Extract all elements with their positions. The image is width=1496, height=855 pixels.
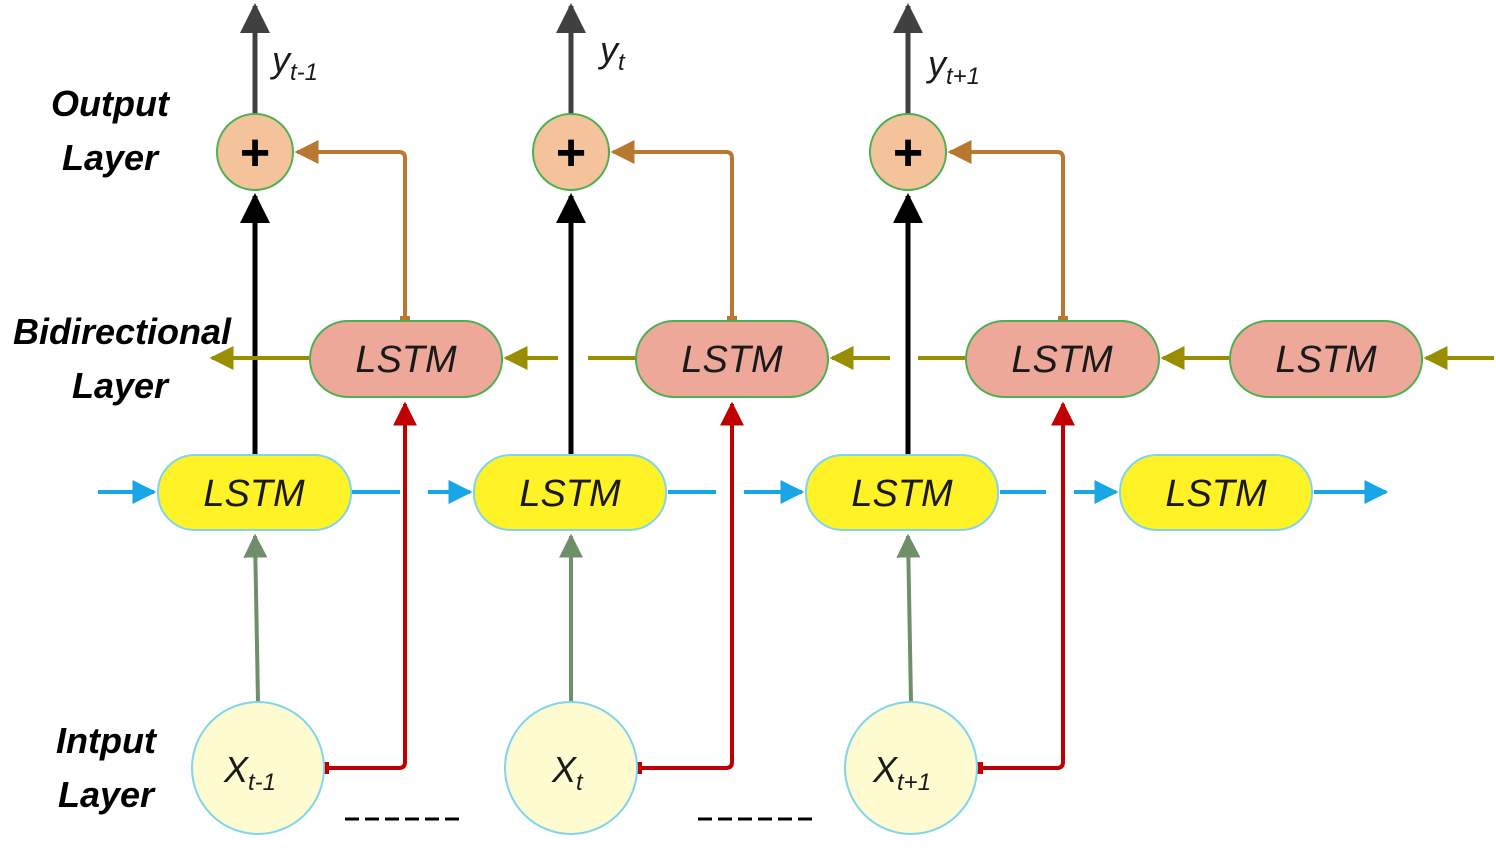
bidirectional-layer-label-line1: Bidirectional — [13, 311, 232, 352]
lstm-label: LSTM — [1275, 339, 1377, 381]
output-layer-label-line1: Output — [51, 83, 171, 124]
output-label: yt — [597, 29, 626, 76]
input-node: Xt — [504, 701, 638, 835]
backward-lstm-node: LSTM — [965, 320, 1160, 398]
backward-to-sum-arrow — [610, 140, 734, 321]
lstm-label: LSTM — [851, 473, 953, 515]
backward-to-sum-arrow — [294, 140, 407, 321]
input-to-forward-arrow — [243, 533, 268, 703]
forward-lstm-node: LSTM — [805, 454, 999, 531]
backward-to-sum-arrow — [947, 140, 1065, 321]
forward-lstm-node: LSTM — [157, 454, 352, 531]
backward-lstm-node: LSTM — [309, 320, 503, 398]
lstm-label: LSTM — [519, 473, 621, 515]
input-to-backward-arrow — [977, 401, 1075, 770]
plus-symbol: + — [556, 124, 586, 182]
input-node: Xt+1 — [844, 701, 978, 835]
input-label: Xt+1 — [872, 749, 931, 796]
output-layer-label-line2: Layer — [62, 137, 160, 178]
bidirectional-layer-label-line2: Layer — [72, 365, 170, 406]
backward-lstm-node: LSTM — [635, 320, 829, 398]
lstm-label: LSTM — [681, 339, 783, 381]
input-label: Xt — [551, 749, 584, 796]
sum-node: + — [216, 113, 294, 191]
lstm-label: LSTM — [355, 339, 457, 381]
forward-lstm-node: LSTM — [473, 454, 667, 531]
lstm-label: LSTM — [203, 473, 305, 515]
sum-node: + — [532, 113, 610, 191]
input-node: Xt-1 — [191, 701, 325, 835]
output-label: yt-1 — [269, 39, 318, 86]
plus-symbol: + — [893, 124, 923, 182]
input-layer-label-line2: Layer — [58, 774, 156, 815]
lstm-label: LSTM — [1011, 339, 1113, 381]
input-layer-label-line1: Intput — [56, 720, 158, 761]
output-label: yt+1 — [925, 43, 980, 90]
forward-lstm-node: LSTM — [1119, 454, 1313, 531]
lstm-label: LSTM — [1165, 473, 1267, 515]
plus-symbol: + — [240, 124, 270, 182]
input-to-backward-arrow — [636, 401, 744, 770]
input-to-forward-arrow — [896, 533, 921, 703]
backward-lstm-node: LSTM — [1229, 320, 1423, 398]
input-label: Xt-1 — [223, 749, 276, 796]
sum-node: + — [869, 113, 947, 191]
input-to-backward-arrow — [324, 401, 417, 770]
